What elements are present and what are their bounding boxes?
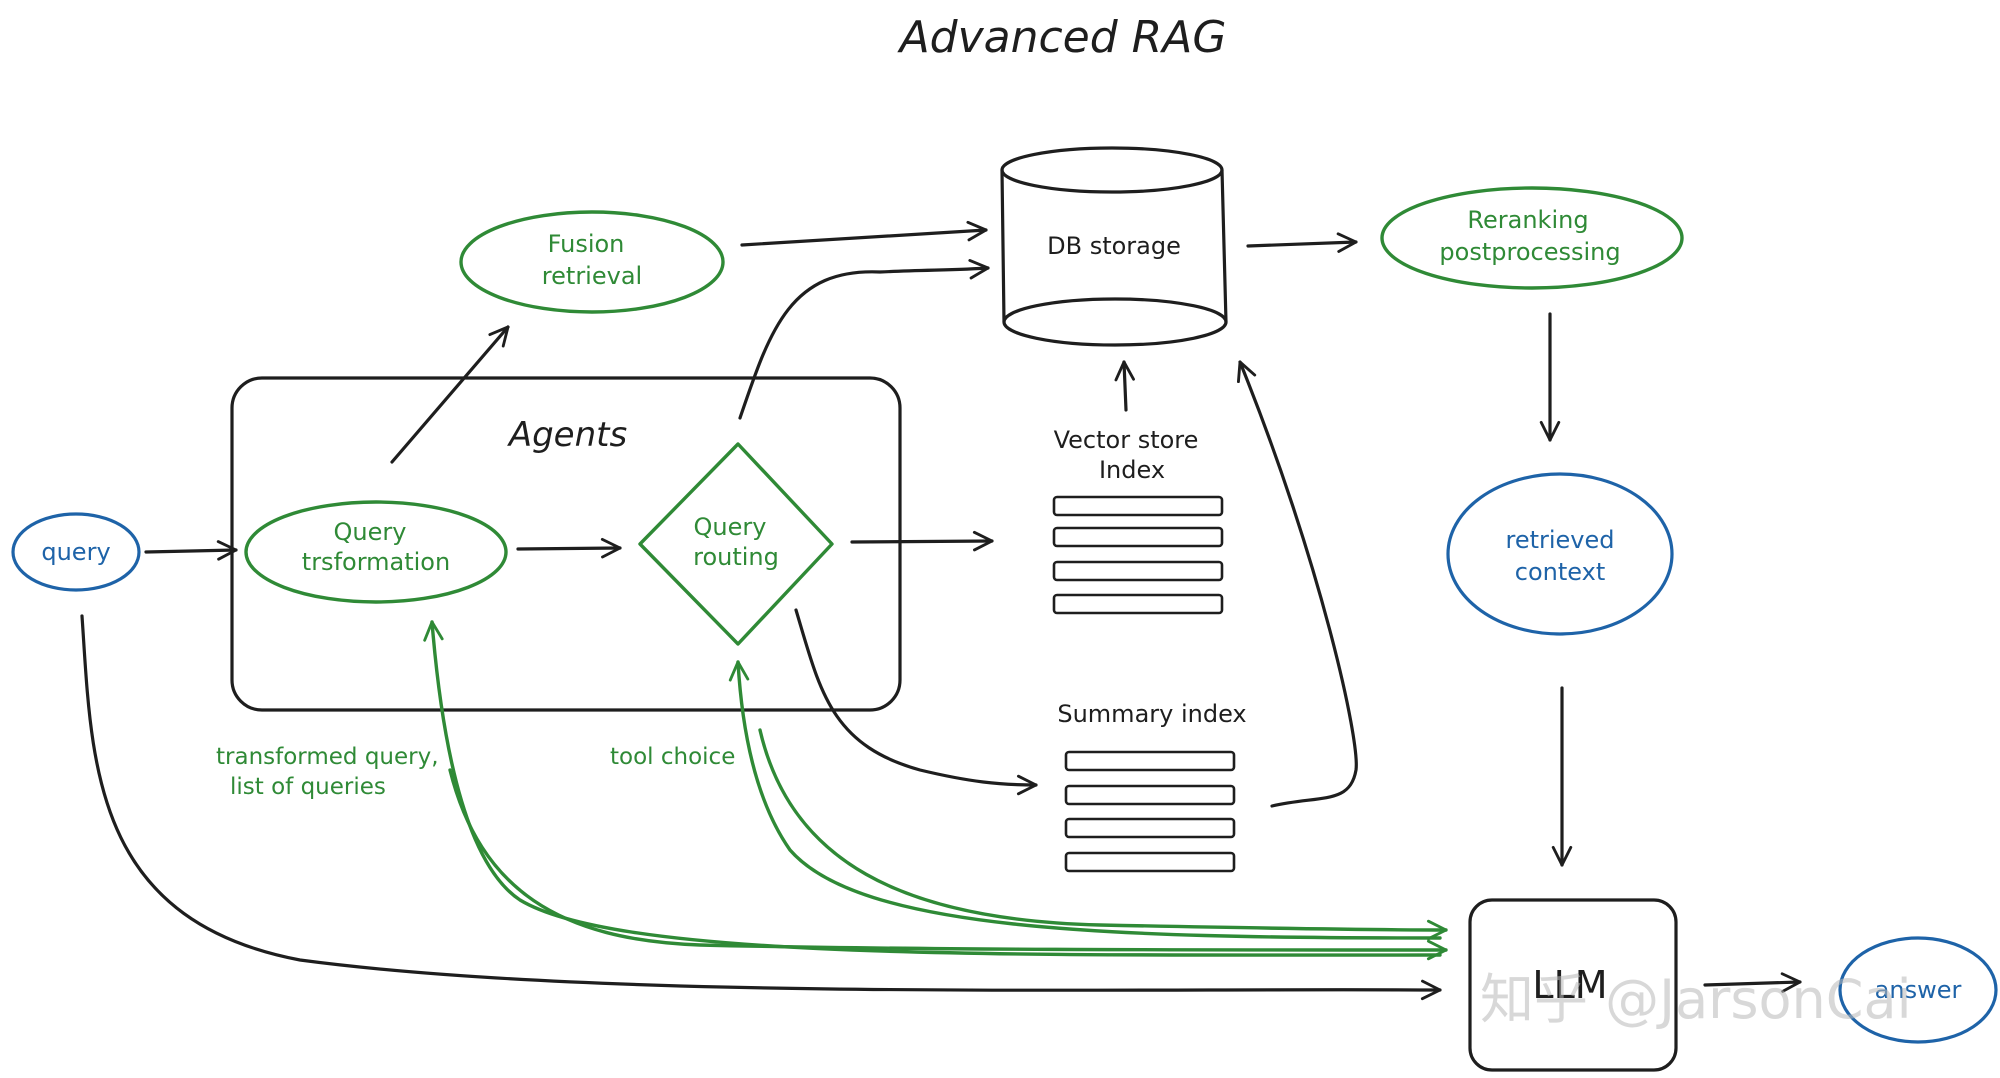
retrieved-context-label-2: context (1515, 558, 1605, 586)
vector-store-row (1052, 495, 1224, 517)
watermark: 知乎 @JarsonCai (1480, 968, 1912, 1031)
transformed-query-label-2: list of queries (230, 774, 386, 800)
fusion-retrieval-node: Fusion retrieval (459, 210, 725, 314)
arrow-summary-to-db (1237, 360, 1358, 808)
retrieved-context-label-1: retrieved (1505, 526, 1614, 554)
arrow-routing-to-llm (758, 728, 1448, 941)
arrow-transformation-to-routing (516, 537, 622, 559)
tool-choice-label: tool choice (610, 744, 735, 770)
vector-store-row (1052, 526, 1224, 548)
reranking-label-1: Reranking (1467, 206, 1588, 234)
summary-index-label: Summary index (1057, 700, 1246, 728)
reranking-label-2: postprocessing (1439, 238, 1620, 266)
arrow-routing-to-vector (850, 530, 994, 552)
vector-store-label-1: Vector store (1054, 426, 1199, 454)
fusion-retrieval-label-1: Fusion (548, 230, 625, 258)
diagram-title: Advanced RAG (897, 12, 1227, 63)
summary-index-row (1064, 784, 1236, 806)
llm-node: LLM (1468, 898, 1678, 1072)
agents-label: Agents (507, 415, 627, 455)
summary-index-row (1064, 750, 1236, 772)
query-routing-label-1: Query (694, 513, 767, 541)
llm-label: LLM (1532, 963, 1607, 1007)
query-transformation-label-2: trsformation (302, 548, 450, 576)
arrow-routing-to-summary (794, 608, 1038, 796)
arrow-query-to-llm (80, 614, 1442, 1001)
arrow-vector-to-db (1114, 360, 1135, 412)
transformed-query-label-1: transformed query, (216, 744, 439, 770)
vector-store-index: Vector store Index (1052, 426, 1224, 615)
vector-store-label-2: Index (1099, 456, 1165, 484)
query-node: query (11, 512, 141, 592)
summary-index-row (1064, 817, 1236, 839)
query-node-label: query (41, 538, 110, 566)
vector-store-row (1052, 593, 1224, 615)
arrow-transformation-to-llm (448, 768, 1448, 961)
arrow-routing-to-db (738, 259, 990, 420)
db-storage-node: DB storage (1000, 146, 1228, 347)
arrow-transformation-to-fusion (390, 325, 510, 464)
reranking-node: Reranking postprocessing (1380, 186, 1684, 290)
summary-index-row (1064, 851, 1236, 873)
retrieved-context-node: retrieved context (1446, 472, 1674, 636)
arrow-query-to-transformation (144, 540, 238, 561)
arrow-llm-to-answer (1703, 972, 1802, 993)
db-storage-label: DB storage (1047, 232, 1181, 260)
query-transformation-label-1: Query (334, 518, 407, 546)
answer-node: answer (1838, 936, 1998, 1044)
query-routing-node: Query routing (638, 442, 834, 646)
query-routing-label-2: routing (693, 543, 779, 571)
summary-index: Summary index (1057, 700, 1247, 873)
green-arrows (423, 620, 1448, 961)
arrow-fusion-to-db (740, 220, 988, 247)
arrow-llm-to-routing (728, 660, 1442, 940)
arrow-llm-to-transformation (423, 620, 1442, 957)
arrow-db-to-reranking (1246, 232, 1358, 253)
answer-label: answer (1875, 976, 1962, 1004)
query-transformation-node: Query trsformation (244, 500, 508, 604)
vector-store-row (1052, 560, 1224, 582)
fusion-retrieval-label-2: retrieval (542, 262, 642, 290)
agents-container: Agents (230, 376, 902, 712)
black-arrows (80, 220, 1802, 1001)
